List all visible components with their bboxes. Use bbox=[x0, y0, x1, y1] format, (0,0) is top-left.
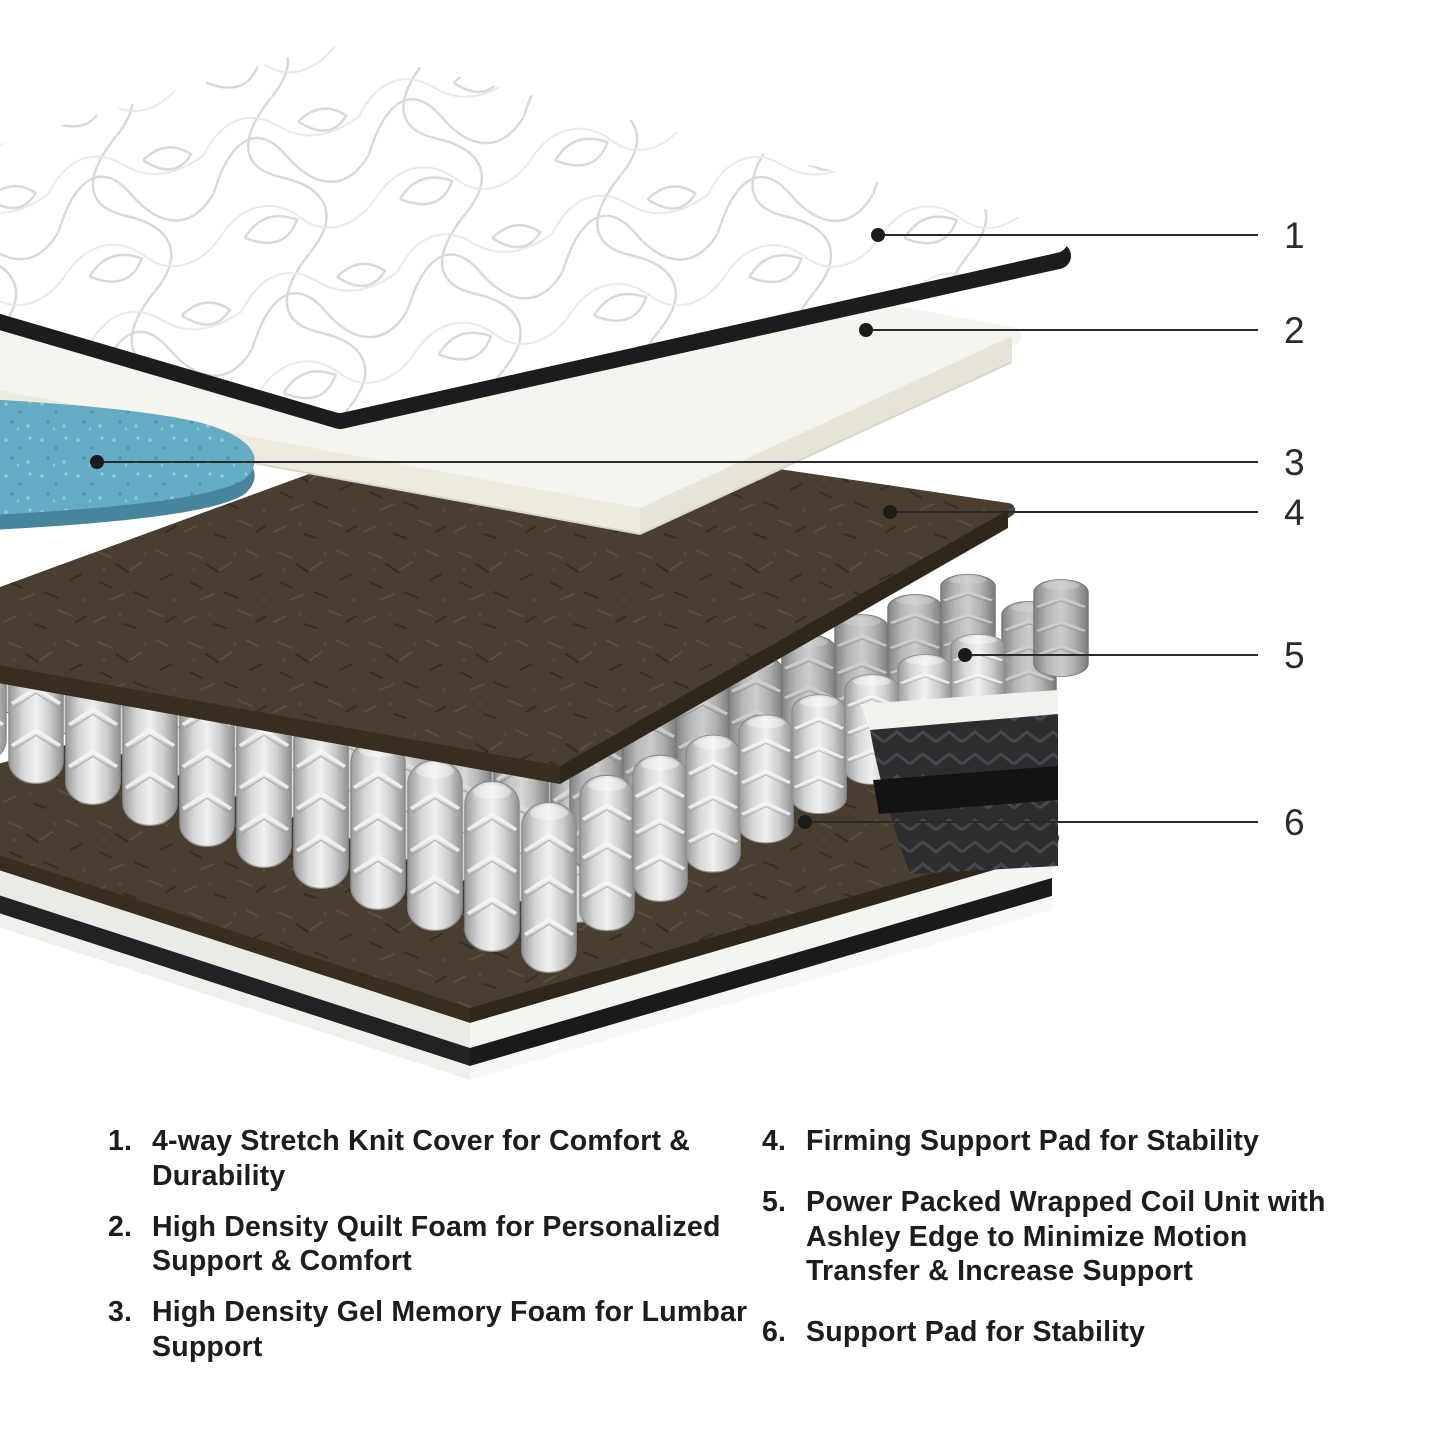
legend-column-right: 4. Firming Support Pad for Stability 5. … bbox=[762, 1124, 1328, 1365]
legend-item-number: 2. bbox=[108, 1210, 133, 1243]
legend-column-left: 1. 4-way Stretch Knit Cover for Comfort … bbox=[108, 1124, 752, 1365]
callout-number-5: 5 bbox=[1284, 635, 1305, 676]
callout-dot-4 bbox=[883, 505, 897, 519]
legend-item-text: High Density Gel Memory Foam for Lumbar … bbox=[152, 1296, 748, 1363]
callout-dot-5 bbox=[958, 648, 972, 662]
legend-item-coil-unit: 5. Power Packed Wrapped Coil Unit with A… bbox=[762, 1185, 1328, 1289]
callout-lines bbox=[97, 234, 1258, 823]
callout-dot-2 bbox=[859, 323, 873, 337]
mattress-exploded-diagram: 1 2 3 4 5 6 bbox=[0, 45, 1305, 1080]
callout-dot-1 bbox=[871, 228, 885, 242]
callout-dots bbox=[90, 228, 972, 829]
legend-item-text: 4-way Stretch Knit Cover for Comfort & D… bbox=[152, 1125, 691, 1192]
callout-number-1: 1 bbox=[1284, 215, 1305, 256]
legend-item-text: High Density Quilt Foam for Personalized… bbox=[152, 1210, 721, 1278]
legend-item-gel-foam: 3. High Density Gel Memory Foam for Lumb… bbox=[108, 1295, 752, 1365]
legend-item-number: 6. bbox=[762, 1316, 787, 1349]
legend-item-number: 3. bbox=[108, 1296, 133, 1329]
callout-number-2: 2 bbox=[1284, 310, 1305, 351]
callout-number-6: 6 bbox=[1284, 802, 1305, 843]
legend-item-quilt-foam: 2. High Density Quilt Foam for Personali… bbox=[108, 1210, 752, 1280]
legend-item-number: 4. bbox=[762, 1125, 787, 1157]
callout-numbers: 1 2 3 4 5 6 bbox=[1284, 215, 1305, 843]
legend-item-text: Firming Support Pad for Stability bbox=[806, 1125, 1260, 1157]
callout-number-3: 3 bbox=[1284, 442, 1305, 483]
legend-item-text: Support Pad for Stability bbox=[806, 1316, 1146, 1349]
callout-dot-6 bbox=[798, 815, 812, 829]
legend-item-text: Power Packed Wrapped Coil Unit with Ashl… bbox=[806, 1185, 1326, 1288]
legend-item-firming-pad: 4. Firming Support Pad for Stability bbox=[762, 1124, 1328, 1159]
callout-dot-3 bbox=[90, 455, 104, 469]
layer-gel-memory-foam bbox=[0, 399, 255, 530]
legend: 1. 4-way Stretch Knit Cover for Comfort … bbox=[108, 1124, 1328, 1365]
legend-item-number: 5. bbox=[762, 1185, 787, 1218]
legend-item-number: 1. bbox=[108, 1125, 133, 1157]
legend-item-support-pad: 6. Support Pad for Stability bbox=[762, 1315, 1328, 1350]
coil-unit-edge-corner bbox=[860, 690, 1058, 874]
callout-number-4: 4 bbox=[1284, 492, 1305, 533]
layer-stretch-knit-cover bbox=[0, 45, 1071, 429]
legend-item-knit-cover: 1. 4-way Stretch Knit Cover for Comfort … bbox=[108, 1124, 752, 1194]
